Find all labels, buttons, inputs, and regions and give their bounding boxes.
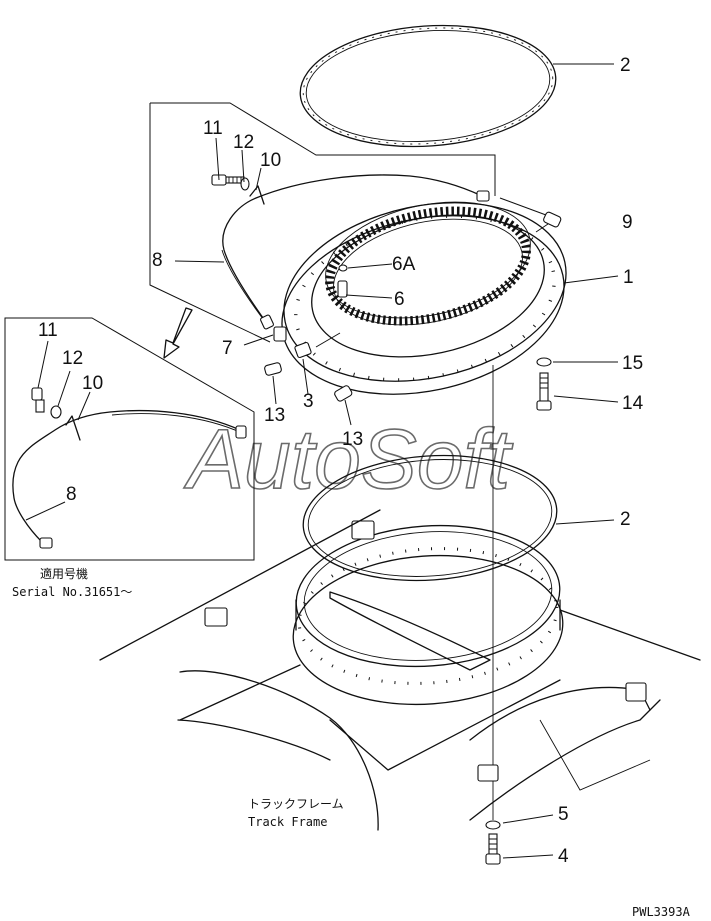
label-part-14: 14 [622, 393, 644, 414]
drawing-code: PWL3393A [632, 905, 691, 919]
watermark: AutoSoft [183, 412, 514, 506]
label-part-7: 7 [222, 338, 233, 359]
label-part-2-top: 2 [620, 55, 631, 76]
label-part-9: 9 [622, 212, 633, 233]
bolt-4-washer-5 [485, 820, 501, 865]
track-frame-circle [204, 520, 564, 706]
top-o-ring [299, 24, 557, 148]
label-part-8: 8 [152, 250, 163, 271]
fittings [264, 197, 562, 402]
lower-o-ring [302, 454, 558, 582]
label-part-11: 11 [203, 118, 223, 139]
label-part-6: 6 [394, 289, 405, 310]
label-part-10: 10 [260, 150, 281, 171]
track-frame-caption-jp: トラックフレーム [248, 797, 344, 811]
label-part-13-left: 13 [264, 405, 285, 426]
swing-circle [281, 201, 567, 395]
label-part-12: 12 [233, 132, 254, 153]
label-part-1: 1 [623, 267, 634, 288]
label-part-4: 4 [558, 846, 569, 867]
inset-caption-jp: 適用号機 [40, 566, 88, 581]
track-frame-body [99, 509, 701, 831]
tube-bracket-top [150, 102, 496, 196]
bolt-11 [211, 174, 245, 186]
inset-detail [4, 317, 255, 561]
inset-label-part-8: 8 [66, 484, 77, 505]
label-part-5: 5 [558, 804, 569, 825]
grease-tube-assembly [211, 174, 490, 330]
label-part-6a: 6A [392, 254, 416, 275]
inset-caption-serial: Serial No.31651～ [12, 585, 132, 599]
tube-bracket-left [149, 103, 271, 343]
inset-label-part-11: 11 [38, 320, 58, 341]
inset-arrow [163, 307, 193, 359]
label-part-13-right: 13 [342, 429, 363, 450]
inset-label-part-12: 12 [62, 348, 83, 369]
leader-lines [25, 63, 619, 859]
inset-label-part-10: 10 [82, 373, 103, 394]
track-frame-caption-en: Track Frame [248, 815, 327, 829]
label-part-15: 15 [622, 353, 643, 374]
bolt-14-washer-15 [536, 357, 552, 411]
label-part-2-bottom: 2 [620, 509, 631, 530]
label-part-3: 3 [303, 391, 314, 412]
